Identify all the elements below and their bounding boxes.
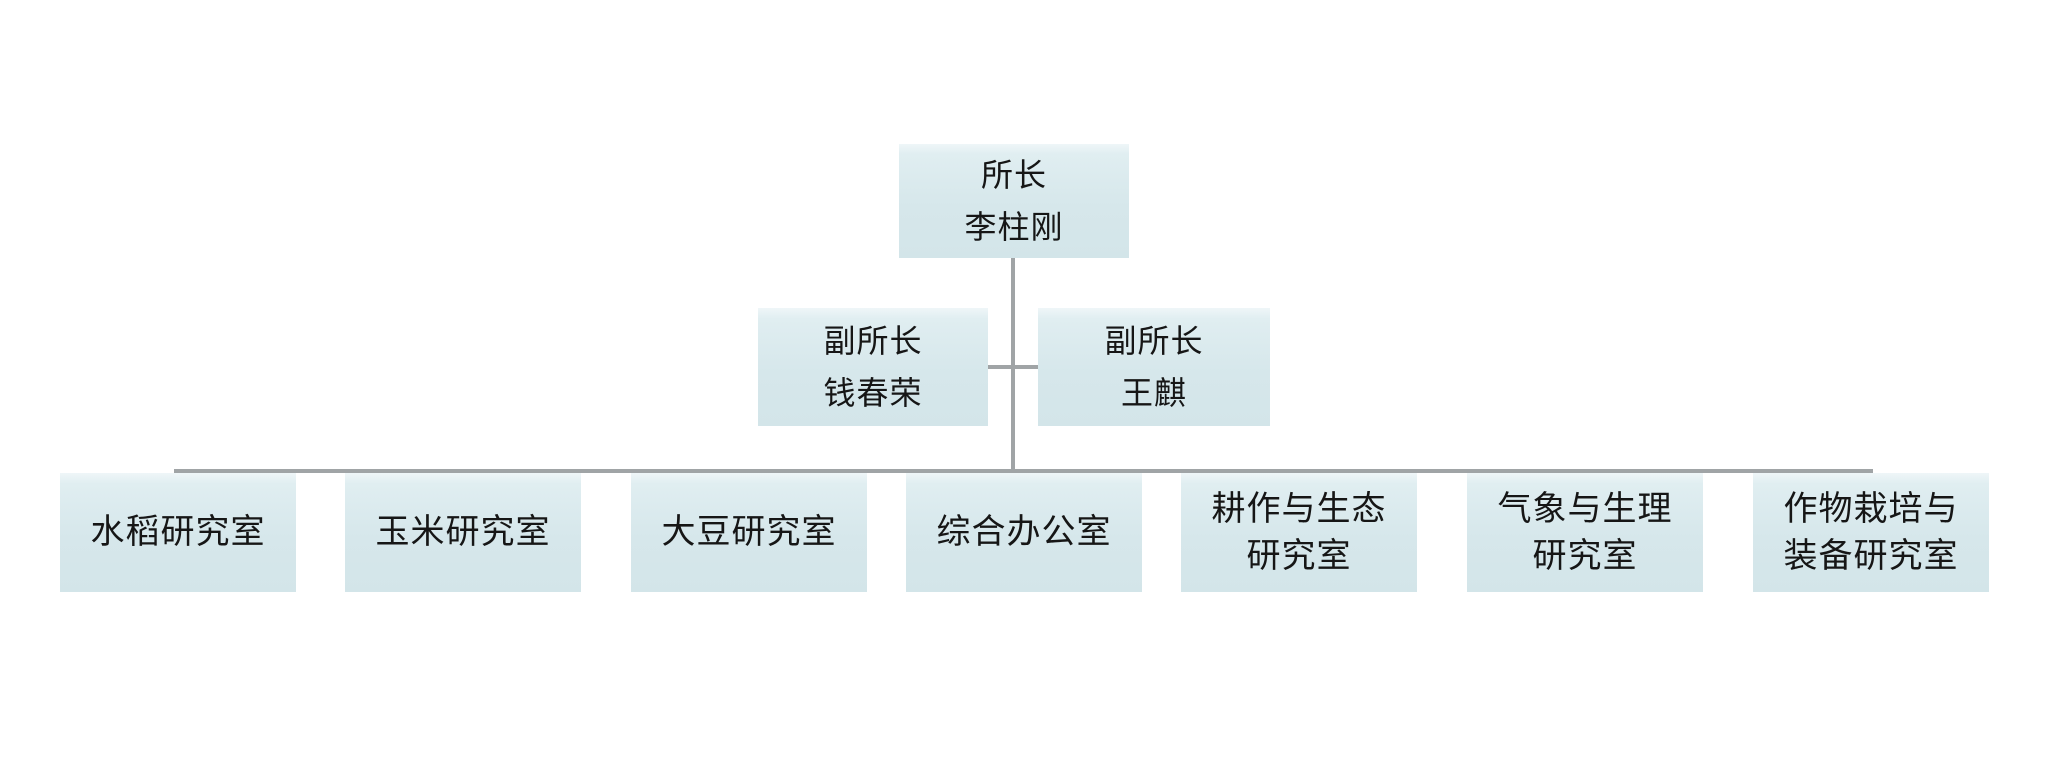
connector-director-to-rail	[1011, 258, 1015, 471]
dept-label: 水稻研究室	[90, 514, 266, 551]
deputy-title: 副所长	[1104, 322, 1204, 359]
node-dept-crop-cultivation-equipment-research: 作物栽培与 装备研究室	[1753, 473, 1989, 592]
dept-label: 作物栽培与	[1783, 490, 1959, 528]
dept-label: 耕作与生态	[1211, 490, 1387, 528]
node-deputy-director-2: 副所长 王麒	[1038, 308, 1270, 426]
node-dept-corn-research: 玉米研究室	[345, 473, 581, 592]
dept-label-line2: 装备研究室	[1783, 537, 1959, 575]
dept-label: 玉米研究室	[375, 514, 551, 551]
node-deputy-director-1: 副所长 钱春荣	[758, 308, 988, 426]
node-dept-tillage-ecology-research: 耕作与生态 研究室	[1181, 473, 1417, 592]
node-director: 所长 李柱刚	[899, 144, 1129, 258]
deputy-name: 王麒	[1120, 375, 1187, 412]
connector-departments-rail	[174, 469, 1873, 473]
node-dept-meteorology-physiology-research: 气象与生理 研究室	[1467, 473, 1703, 592]
connector-deputies-crossbar	[986, 365, 1040, 369]
node-dept-soybean-research: 大豆研究室	[631, 473, 867, 592]
node-dept-general-office: 综合办公室	[906, 473, 1142, 592]
node-dept-rice-research: 水稻研究室	[60, 473, 296, 592]
dept-label-line2: 研究室	[1532, 537, 1638, 575]
deputy-title: 副所长	[823, 322, 923, 359]
dept-label-line2: 研究室	[1246, 537, 1352, 575]
deputy-name: 钱春荣	[823, 375, 923, 412]
dept-label: 气象与生理	[1497, 490, 1673, 528]
director-title: 所长	[980, 157, 1047, 194]
dept-label: 综合办公室	[936, 514, 1112, 551]
dept-label: 大豆研究室	[661, 514, 837, 551]
director-name: 李柱刚	[964, 208, 1064, 245]
